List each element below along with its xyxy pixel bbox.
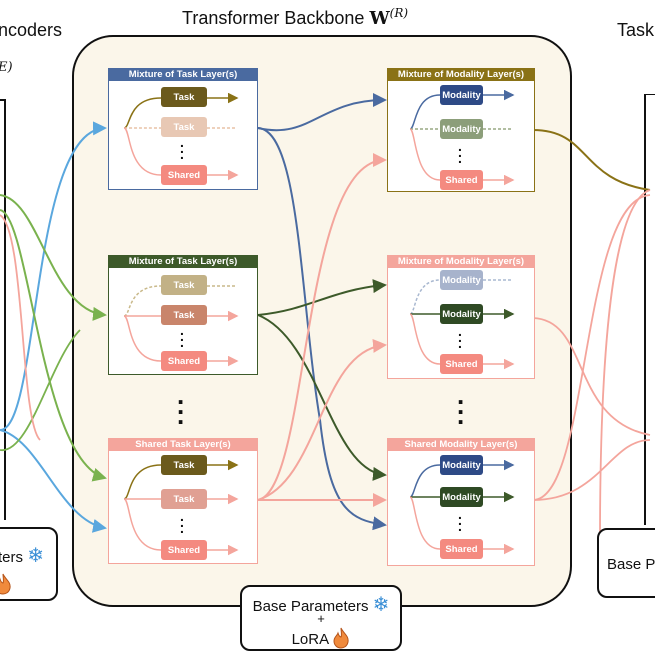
modality-layer-3-title: Shared Modality Layer(s) xyxy=(388,439,534,451)
modality-layer-2-title: Mixture of Modality Layer(s) xyxy=(388,256,534,268)
shared-block: Shared xyxy=(440,170,483,190)
vertical-ellipsis-left: ... xyxy=(177,380,185,430)
task-expert-block-faded: Task xyxy=(161,117,207,137)
encoders-symbol: E) xyxy=(0,60,13,75)
modality-expert-block: Modality xyxy=(440,304,483,324)
ellipsis-dots: ... xyxy=(180,322,184,350)
task-layer-2-title: Mixture of Task Layer(s) xyxy=(109,256,257,268)
task-heads-params-card: Base P xyxy=(597,528,655,598)
task-layer-1-routes xyxy=(123,92,239,181)
ellipsis-dots: ... xyxy=(458,506,462,534)
flame-icon xyxy=(0,573,11,595)
modality-layer-1: Mixture of Modality Layer(s) Modality Mo… xyxy=(387,68,535,192)
snowflake-icon: ❄ xyxy=(372,592,390,616)
task-layer-3-routes xyxy=(123,459,239,556)
task-layer-3: Shared Task Layer(s) Task Task ... Share… xyxy=(108,438,258,564)
backbone-title-text: Transformer Backbone xyxy=(182,8,365,28)
modality-expert-block-faded: Modality xyxy=(440,270,483,290)
modality-layer-1-title: Mixture of Modality Layer(s) xyxy=(388,69,534,81)
task-heads-params-label: Base P xyxy=(607,556,655,573)
task-heads-title: Task xyxy=(617,20,655,40)
task-layer-2: Mixture of Task Layer(s) Task Task ... S… xyxy=(108,255,258,375)
modality-layer-1-routes xyxy=(409,89,515,186)
shared-block: Shared xyxy=(161,351,207,371)
lora-label: LoRA xyxy=(291,631,329,648)
shared-block: Shared xyxy=(440,354,483,374)
modality-expert-block: Modality xyxy=(440,85,483,105)
task-layer-1-title: Mixture of Task Layer(s) xyxy=(109,69,257,81)
left-encoder-panel xyxy=(0,99,6,520)
modality-layer-2: Mixture of Modality Layer(s) Modality Mo… xyxy=(387,255,535,379)
task-layer-1: Mixture of Task Layer(s) Task Task ... S… xyxy=(108,68,258,190)
backbone-title: Transformer Backbone W(R) xyxy=(182,6,408,29)
modality-layer-3: Shared Modality Layer(s) Modality Modali… xyxy=(387,438,535,566)
task-layer-3-title: Shared Task Layer(s) xyxy=(109,439,257,451)
modality-layer-3-routes xyxy=(409,459,515,555)
backbone-weight-sup: (R) xyxy=(389,6,409,20)
modality-expert-block: Modality xyxy=(440,487,483,507)
snowflake-icon: ❄ xyxy=(27,543,44,567)
flame-icon xyxy=(333,627,350,649)
modality-layer-2-routes xyxy=(409,279,515,370)
shared-block: Shared xyxy=(161,540,207,560)
backbone-weight-symbol: W xyxy=(369,8,390,29)
task-expert-block-faded: Task xyxy=(161,275,207,295)
vertical-ellipsis-right: ... xyxy=(457,380,465,430)
backbone-params-card: Base Parameters ❄ + LoRA xyxy=(240,585,402,651)
encoders-title: ncoders xyxy=(0,20,63,40)
modality-expert-block: Modality xyxy=(440,455,483,475)
base-parameters-label: Base Parameters xyxy=(252,598,369,615)
ellipsis-dots: ... xyxy=(180,134,184,162)
shared-block: Shared xyxy=(440,539,483,559)
task-expert-block: Task xyxy=(161,305,207,325)
modality-expert-block-faded: Modality xyxy=(440,119,483,139)
plus-sign: + xyxy=(317,611,325,626)
ellipsis-dots: ... xyxy=(180,508,184,536)
encoder-params-label: ters xyxy=(0,549,24,566)
encoder-params-card: ters ❄ xyxy=(0,527,58,601)
ellipsis-dots: ... xyxy=(458,138,462,166)
task-layer-2-routes xyxy=(123,285,239,367)
task-expert-block: Task xyxy=(161,87,207,107)
task-expert-block: Task xyxy=(161,455,207,475)
task-expert-block: Task xyxy=(161,489,207,509)
shared-block: Shared xyxy=(161,165,207,185)
ellipsis-dots: ... xyxy=(458,323,462,351)
